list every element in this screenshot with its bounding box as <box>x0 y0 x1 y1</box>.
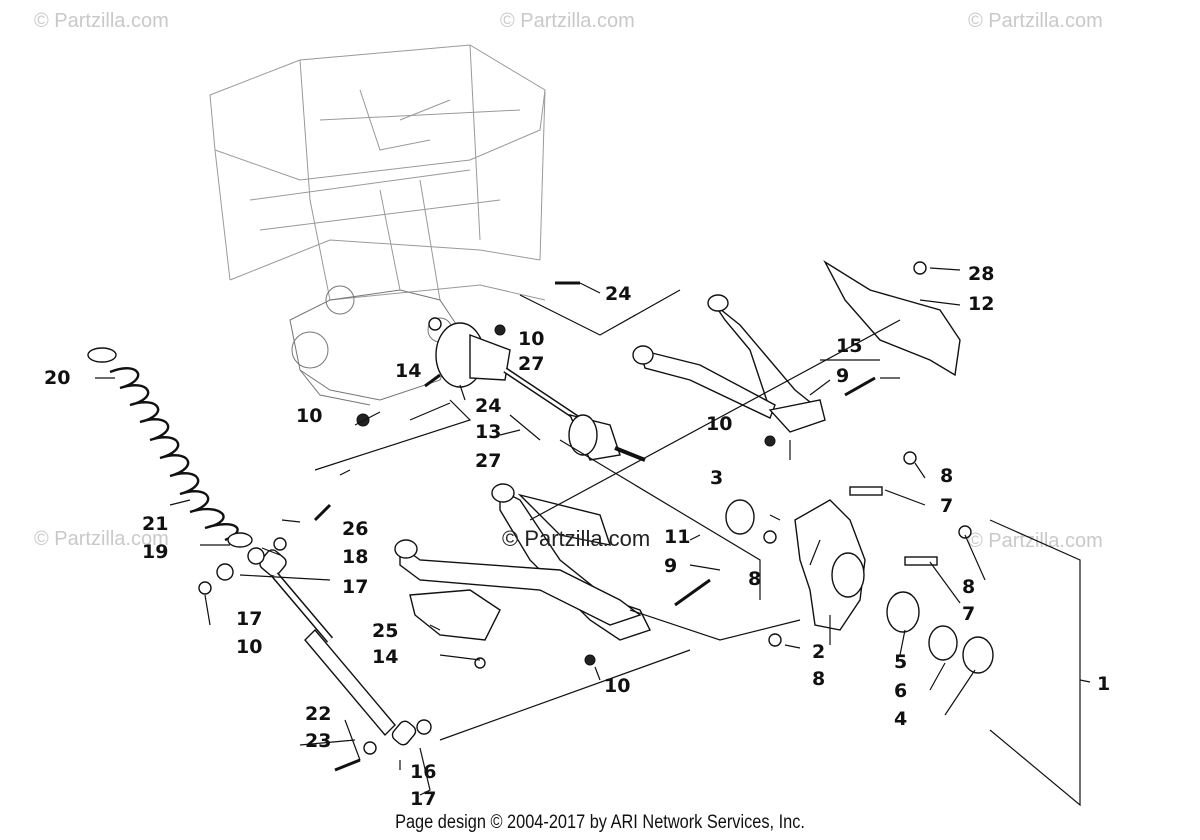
callout-22: 22 <box>305 703 331 725</box>
callout-20: 20 <box>44 367 70 389</box>
callout-9: 9 <box>836 365 849 387</box>
callout-26: 26 <box>342 518 368 540</box>
callout-19: 19 <box>142 541 168 563</box>
callout-8: 8 <box>940 465 953 487</box>
callout-23: 23 <box>305 730 331 752</box>
callout-8c: 8 <box>962 576 975 598</box>
drive-axle-drawing <box>428 317 646 462</box>
callout-1: 1 <box>1097 673 1110 695</box>
watermark-top-center: © Partzilla.com <box>500 10 635 32</box>
watermark-mid-right: © Partzilla.com <box>968 530 1103 552</box>
frame-drawing <box>209 44 546 301</box>
callout-3: 3 <box>710 467 723 489</box>
callout-8d: 8 <box>812 668 825 690</box>
callout-14: 14 <box>395 360 421 382</box>
watermark-top-right: © Partzilla.com <box>968 10 1103 32</box>
callout-24: 24 <box>605 283 631 305</box>
callout-5: 5 <box>894 651 907 673</box>
callout-17b: 17 <box>236 608 262 630</box>
callout-labels: 28 12 24 10 27 15 9 14 24 10 13 27 10 3 … <box>44 263 1110 810</box>
callout-12: 12 <box>968 293 994 315</box>
shock-absorber-drawing <box>216 537 432 755</box>
guard-plate-drawing <box>823 260 961 377</box>
lower-a-arm-drawing <box>394 483 651 669</box>
watermark-top-left: © Partzilla.com <box>34 10 169 32</box>
callout-10c: 10 <box>706 413 732 435</box>
callout-6: 6 <box>894 680 907 702</box>
callout-4: 4 <box>894 708 907 730</box>
callout-10: 10 <box>518 328 544 350</box>
callout-8b: 8 <box>748 568 761 590</box>
callout-10d: 10 <box>236 636 262 658</box>
coil-spring-drawing <box>87 347 253 548</box>
knuckle-drawing <box>725 451 994 674</box>
callout-27: 27 <box>518 353 544 375</box>
callout-7b: 7 <box>962 603 975 625</box>
callout-10e: 10 <box>604 675 630 697</box>
callout-15: 15 <box>836 335 862 357</box>
callout-11: 11 <box>664 526 690 548</box>
callout-10b: 10 <box>296 405 322 427</box>
callout-18: 18 <box>342 546 368 568</box>
leader-lines <box>95 267 1091 807</box>
callout-16: 16 <box>410 761 436 783</box>
callout-17c: 17 <box>410 788 436 810</box>
callout-24b: 24 <box>475 395 501 417</box>
callout-7: 7 <box>940 495 953 517</box>
bolts-drawing <box>198 281 876 772</box>
callout-25: 25 <box>372 620 398 642</box>
upper-a-arm-drawing <box>632 294 826 447</box>
callout-14b: 14 <box>372 646 398 668</box>
callout-17: 17 <box>342 576 368 598</box>
gearbox-drawing <box>289 285 461 406</box>
footer-copyright: Page design © 2004-2017 by ARI Network S… <box>395 812 805 833</box>
callout-28: 28 <box>968 263 994 285</box>
watermark-mid-left: © Partzilla.com <box>34 528 169 550</box>
watermark-center: © Partzilla.com <box>502 526 651 551</box>
callout-13: 13 <box>475 421 501 443</box>
callout-27b: 27 <box>475 450 501 472</box>
callout-2: 2 <box>812 641 825 663</box>
callout-21: 21 <box>142 513 168 535</box>
callout-9b: 9 <box>664 555 677 577</box>
